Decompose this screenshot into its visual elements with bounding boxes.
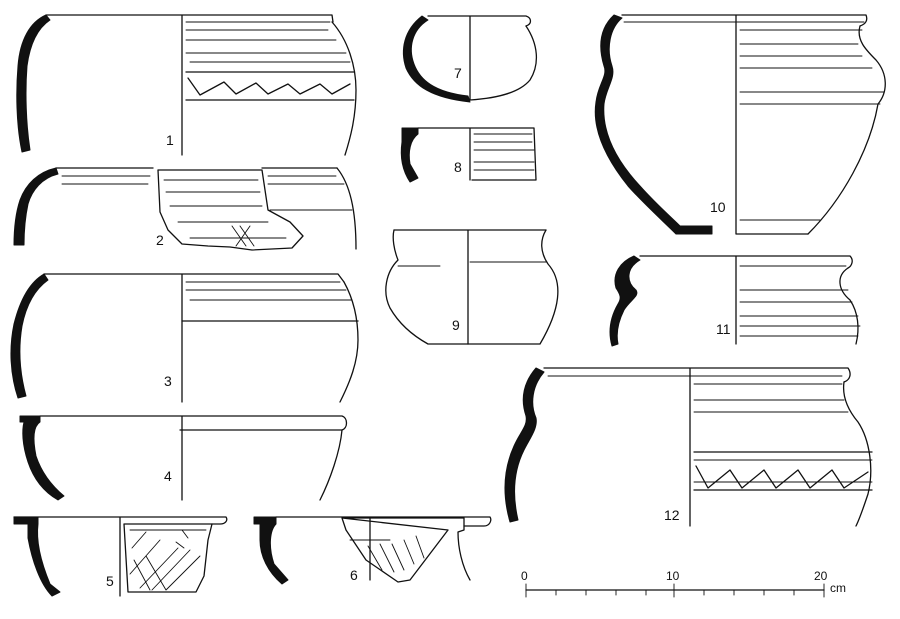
vessel-10: 10 (594, 14, 886, 235)
scale-tick-label: 0 (521, 569, 528, 583)
vessel-8: 8 (400, 127, 537, 183)
vessel-3: 3 (10, 273, 359, 403)
vessel-number: 2 (156, 232, 164, 248)
vessel-1: 1 (16, 14, 357, 156)
scale-tick-label: 10 (666, 569, 680, 583)
vessel-7: 7 (402, 15, 537, 103)
vessel-5-profile-section (13, 516, 61, 597)
vessel-11: 11 (609, 255, 861, 347)
scale-bar: 0 10 20 cm (521, 569, 846, 598)
vessel-number: 7 (454, 65, 462, 81)
vessel-1-profile-section (16, 14, 51, 153)
vessel-number: 6 (350, 567, 358, 583)
vessel-number: 1 (166, 132, 174, 148)
vessel-4-profile-section (19, 415, 65, 501)
scale-unit-label: cm (830, 581, 846, 595)
vessel-2-profile-section (13, 167, 59, 246)
vessel-2: 2 (13, 167, 357, 251)
vessel-number: 10 (710, 199, 726, 215)
vessel-6-profile-section (253, 516, 289, 585)
vessel-number: 4 (164, 468, 172, 484)
vessel-3-profile-section (10, 273, 49, 399)
vessel-number: 12 (664, 507, 680, 523)
vessel-number: 5 (106, 573, 114, 589)
vessel-5: 5 (13, 516, 228, 597)
vessel-7-profile-section (402, 15, 471, 103)
vessel-4: 4 (19, 415, 348, 501)
vessel-11-profile-section (609, 255, 641, 347)
vessel-number: 3 (164, 373, 172, 389)
vessel-6: 6 (253, 516, 492, 585)
vessel-8-profile-section (400, 127, 419, 183)
vessel-9-profile-section (385, 229, 469, 345)
vessel-12: 12 (504, 367, 873, 527)
vessel-2-sherd (157, 169, 304, 251)
vessel-12-profile-section (504, 367, 545, 523)
vessel-10-profile-section (594, 14, 713, 235)
vessel-number: 11 (716, 321, 731, 337)
vessel-9: 9 (385, 229, 559, 345)
vessel-number: 9 (452, 317, 460, 333)
scale-tick-label: 20 (814, 569, 828, 583)
vessel-number: 8 (454, 159, 462, 175)
